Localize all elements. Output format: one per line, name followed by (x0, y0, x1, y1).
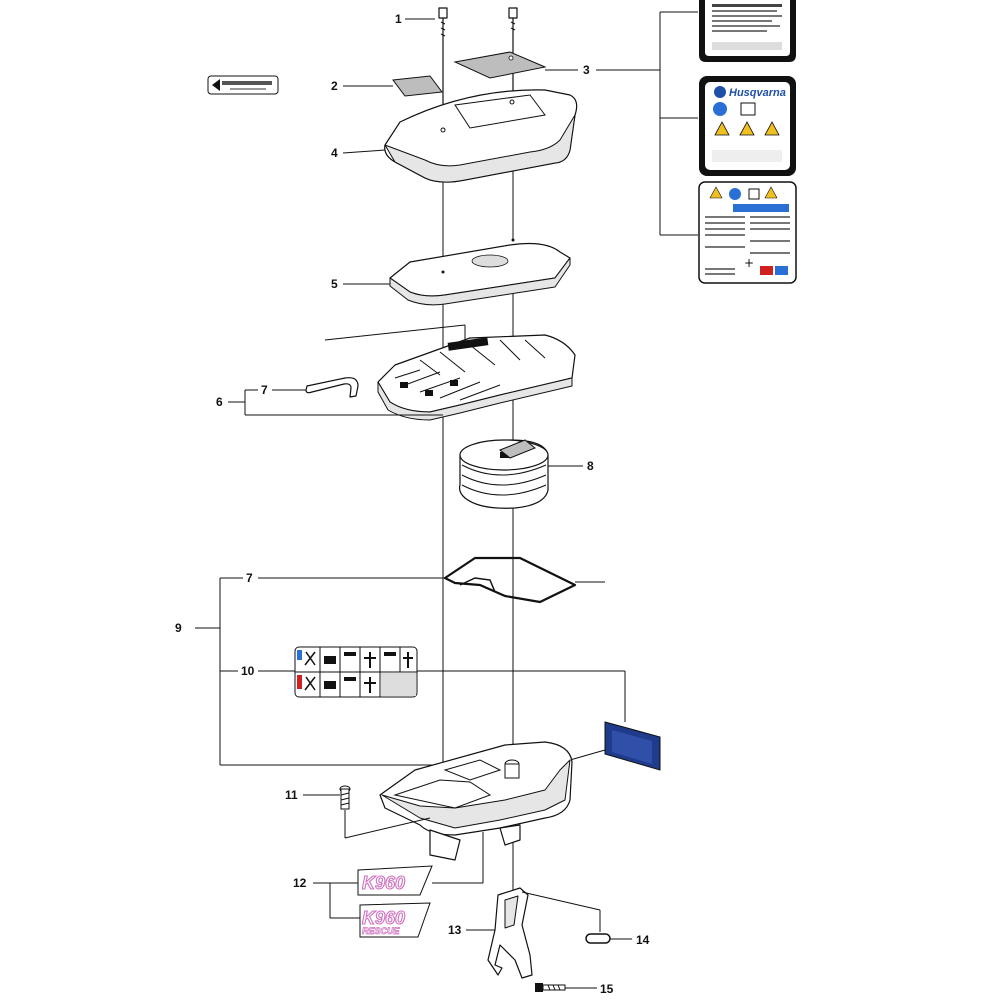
callout-2: 2 (331, 79, 338, 93)
callout-13: 13 (448, 923, 462, 937)
callout-11: 11 (285, 788, 298, 802)
decal-instructions-label (699, 0, 796, 62)
callout-6: 6 (216, 395, 223, 409)
part-6-filter-housing (377, 334, 576, 421)
part-3-gasket (453, 51, 547, 79)
callout-6-bracket (228, 324, 466, 416)
callout-3: 3 (583, 63, 590, 77)
callout-3-bracket (659, 11, 698, 236)
callout-9: 9 (175, 621, 182, 635)
part-13-support-bracket (487, 887, 533, 979)
part-8-air-filter (458, 439, 549, 509)
decal-rescue-subtitle: RESCUE (362, 926, 401, 936)
part-10-operation-icons-decal (294, 646, 418, 698)
part-4-top-cover (384, 89, 578, 183)
part-7-gasket-lower (443, 556, 577, 604)
callout-12: 12 (293, 876, 307, 890)
decal-k960: K960 (362, 873, 405, 893)
part-7-seal-upper (305, 377, 359, 398)
callout-7-upper: 7 (261, 383, 268, 397)
callout-8: 8 (587, 459, 594, 473)
part-5-prefilter (389, 238, 571, 306)
svg-text:+: + (744, 256, 754, 270)
part-12-model-decals: K960 K960 RESCUE (357, 865, 433, 938)
callout-1: 1 (395, 12, 402, 26)
part-9-base-housing (379, 741, 573, 861)
part-11-screw (339, 785, 351, 810)
decal-husqvarna-warning-label: Husqvarna (699, 76, 796, 176)
callout-4: 4 (331, 146, 338, 160)
decal-k960-rescue: K960 (362, 908, 405, 928)
part-15-screw (535, 983, 566, 992)
callout-14: 14 (636, 933, 650, 947)
part-2-decompression-label (207, 75, 443, 97)
decal-japanese-info-label: + (698, 181, 797, 284)
part-10-blue-panel (569, 721, 661, 771)
callout-12-bracket (313, 832, 484, 919)
brand-logo-text: Husqvarna (729, 87, 786, 99)
callout-5: 5 (331, 277, 338, 291)
callout-10: 10 (241, 664, 255, 678)
callout-15: 15 (600, 982, 614, 996)
callout-7-lower: 7 (246, 571, 253, 585)
part-14-rubber-ring (585, 933, 611, 944)
